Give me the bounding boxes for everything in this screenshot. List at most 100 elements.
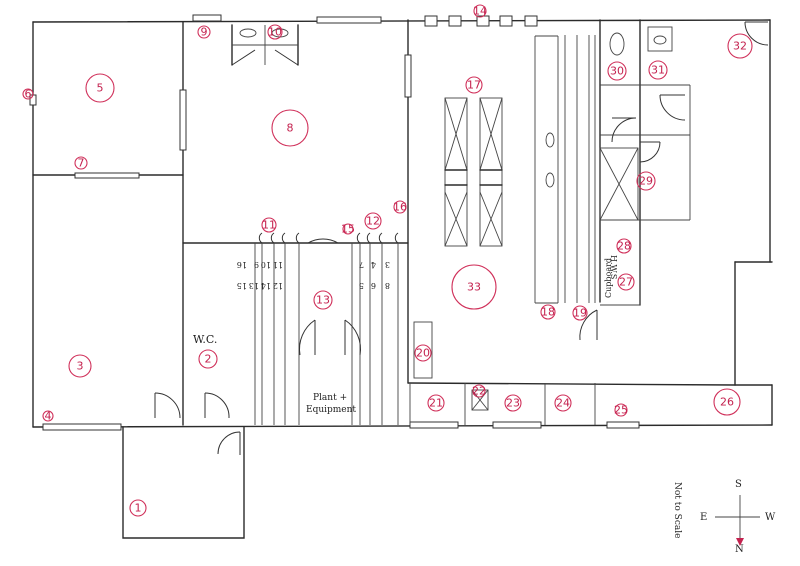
locker-number: 11 bbox=[273, 260, 283, 269]
callout-33: 33 bbox=[451, 264, 497, 310]
callout-4: 4 bbox=[42, 410, 54, 423]
locker-number: 12 bbox=[273, 281, 283, 290]
callout-32: 32 bbox=[727, 33, 753, 59]
locker-number: 10 bbox=[261, 260, 271, 269]
callout-21: 21 bbox=[427, 394, 445, 412]
callout-number: 23 bbox=[506, 397, 520, 410]
callout-number: 12 bbox=[366, 215, 380, 228]
callout-number: 30 bbox=[610, 65, 624, 78]
fixtures bbox=[239, 26, 673, 425]
callout-23: 23 bbox=[504, 394, 522, 412]
callout-number: 28 bbox=[617, 240, 631, 253]
callout-number: 3 bbox=[77, 360, 84, 373]
callout-number: 22 bbox=[472, 385, 486, 398]
hand-labels: W.C. Plant + Equipment Cupboard H.W.S No… bbox=[193, 255, 776, 555]
locker-number: 16 bbox=[237, 260, 247, 269]
callout-number: 19 bbox=[573, 307, 587, 320]
compass-e: E bbox=[700, 512, 707, 523]
locker-number: 8 bbox=[385, 281, 390, 290]
callout-number: 7 bbox=[78, 157, 85, 170]
callout-26: 26 bbox=[713, 388, 741, 416]
locker-number: 4 bbox=[371, 260, 376, 269]
callout-number: 26 bbox=[720, 396, 734, 409]
callout-14: 14 bbox=[473, 4, 487, 18]
callout-30: 30 bbox=[607, 61, 627, 81]
callout-31: 31 bbox=[648, 60, 668, 80]
callout-18: 18 bbox=[540, 304, 556, 320]
callout-27: 27 bbox=[617, 273, 635, 291]
callout-28: 28 bbox=[616, 238, 632, 254]
callout-number: 10 bbox=[268, 26, 282, 39]
callout-17: 17 bbox=[465, 76, 483, 94]
callout-number: 25 bbox=[614, 404, 628, 417]
locker-number: 7 bbox=[359, 260, 364, 269]
callout-number: 32 bbox=[733, 40, 747, 53]
locker-numbers: 16 15 9 13 10 14 11 12 7 5 4 6 3 8 bbox=[237, 260, 390, 290]
callout-number: 6 bbox=[25, 88, 32, 101]
callout-number: 27 bbox=[619, 276, 633, 289]
callout-10: 10 bbox=[267, 24, 283, 40]
callout-25: 25 bbox=[614, 403, 628, 417]
locker-number: 5 bbox=[359, 281, 364, 290]
callout-2: 2 bbox=[198, 349, 218, 369]
callout-number: 15 bbox=[341, 223, 355, 236]
compass-w: W bbox=[765, 512, 776, 523]
callout-number: 1 bbox=[135, 502, 142, 515]
callout-number: 24 bbox=[556, 397, 570, 410]
callout-number: 9 bbox=[201, 26, 208, 39]
callout-29: 29 bbox=[636, 171, 656, 191]
locker-number: 3 bbox=[385, 260, 390, 269]
doors bbox=[154, 21, 769, 455]
callout-15: 15 bbox=[341, 223, 355, 236]
callout-5: 5 bbox=[85, 73, 115, 103]
compass-s: S bbox=[735, 479, 742, 490]
callout-6: 6 bbox=[22, 88, 34, 101]
callout-20: 20 bbox=[414, 344, 432, 362]
callout-13: 13 bbox=[313, 290, 333, 310]
callout-number: 33 bbox=[467, 281, 481, 294]
porch-room bbox=[122, 426, 245, 539]
callout-12: 12 bbox=[364, 212, 382, 230]
callout-number: 2 bbox=[205, 353, 212, 366]
callout-1: 1 bbox=[129, 499, 147, 517]
callout-11: 11 bbox=[261, 217, 277, 233]
internal-walls bbox=[32, 19, 736, 426]
locker-number: 15 bbox=[237, 281, 247, 290]
callout-number: 20 bbox=[416, 347, 430, 360]
callout-number: 29 bbox=[639, 175, 653, 188]
callout-number: 11 bbox=[262, 219, 276, 232]
callout-number: 31 bbox=[651, 64, 665, 77]
callout-16: 16 bbox=[393, 200, 407, 214]
plant-label-line2: Equipment bbox=[306, 405, 356, 415]
locker-number: 14 bbox=[261, 281, 271, 290]
locker-number: 9 bbox=[254, 260, 259, 269]
callout-number: 18 bbox=[541, 306, 555, 319]
hws-label: H.W.S bbox=[609, 255, 618, 279]
callout-3: 3 bbox=[68, 354, 92, 378]
callout-22: 22 bbox=[472, 384, 486, 398]
compass-arrow-icon bbox=[715, 495, 760, 546]
wc-label: W.C. bbox=[193, 333, 217, 346]
callout-number: 8 bbox=[287, 122, 294, 135]
callout-number: 21 bbox=[429, 397, 443, 410]
locker-number: 13 bbox=[249, 281, 259, 290]
callout-number: 17 bbox=[467, 79, 481, 92]
locker-number: 6 bbox=[371, 281, 376, 290]
callout-9: 9 bbox=[197, 25, 211, 39]
callout-number: 13 bbox=[316, 294, 330, 307]
callout-7: 7 bbox=[74, 156, 88, 170]
compass-n: N bbox=[735, 544, 744, 555]
not-to-scale-label: Not to Scale bbox=[672, 482, 682, 538]
callout-number: 16 bbox=[393, 201, 407, 214]
callout-number: 5 bbox=[97, 82, 104, 95]
plant-label-line1: Plant + bbox=[313, 393, 347, 403]
callout-24: 24 bbox=[554, 394, 572, 412]
callout-number: 14 bbox=[473, 5, 487, 18]
callout-number: 4 bbox=[45, 410, 52, 423]
windows bbox=[29, 14, 640, 431]
callout-19: 19 bbox=[572, 305, 588, 321]
callout-8: 8 bbox=[271, 109, 309, 147]
outer-walls bbox=[32, 19, 773, 428]
